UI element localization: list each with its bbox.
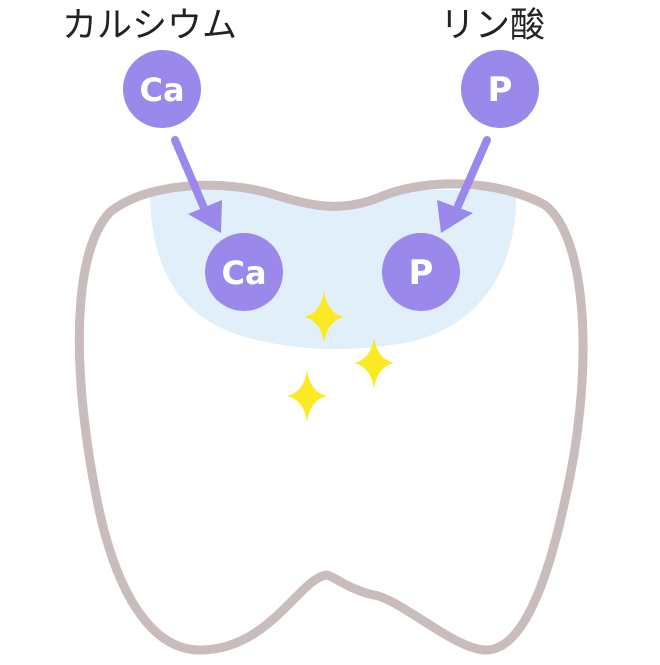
- phosphate-label: リン酸: [440, 6, 546, 46]
- arrow-down-icon: [188, 200, 222, 233]
- calcium-arrow: [171, 136, 222, 233]
- calcium-ion-deposited-symbol: Ca: [221, 254, 266, 292]
- four-point-star-icon: [304, 291, 344, 343]
- calcium-ion-deposited: Ca: [205, 233, 283, 311]
- phosphate-ion-deposited: P: [382, 233, 460, 311]
- tooth-outline: [74, 179, 588, 655]
- four-point-star-icon: [287, 370, 327, 422]
- calcium-ion-source: Ca: [123, 50, 201, 128]
- arrow-down-icon: [437, 200, 473, 233]
- phosphate-arrow: [437, 136, 491, 233]
- calcium-ion-source-symbol: Ca: [139, 71, 184, 109]
- calcium-label: カルシウム: [62, 6, 238, 46]
- phosphate-ion-source: P: [461, 50, 539, 128]
- phosphate-ion-source-symbol: P: [488, 70, 513, 110]
- four-point-star-icon: [354, 337, 394, 389]
- phosphate-ion-deposited-symbol: P: [409, 253, 434, 293]
